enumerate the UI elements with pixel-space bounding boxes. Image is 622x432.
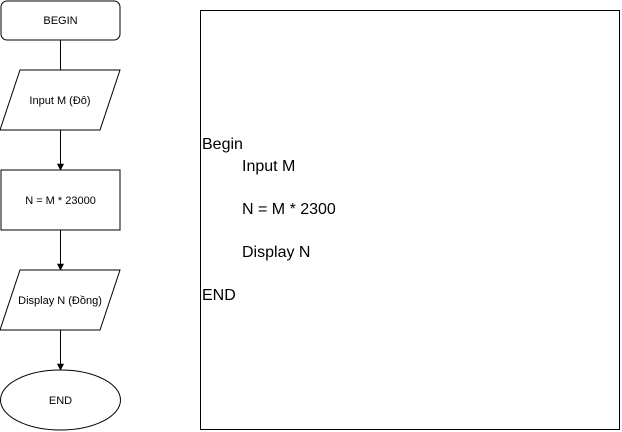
- pseudocode-display: Display N: [242, 244, 311, 261]
- input-node[interactable]: Input M (Đô): [0, 69, 121, 131]
- begin-node[interactable]: BEGIN: [0, 0, 121, 41]
- input-label: Input M (Đô): [29, 95, 90, 107]
- begin-label: BEGIN: [43, 15, 77, 27]
- end-label: END: [49, 395, 72, 407]
- pseudocode-panel: Begin Input M N = M * 2300 Display N END: [200, 10, 620, 430]
- process-node[interactable]: N = M * 23000: [0, 169, 121, 231]
- output-node[interactable]: Display N (Đồng): [0, 269, 121, 331]
- pseudocode-begin: Begin: [202, 136, 243, 153]
- pseudocode-process: N = M * 2300: [242, 201, 336, 218]
- process-label: N = M * 23000: [25, 195, 96, 207]
- output-label: Display N (Đồng): [18, 295, 102, 307]
- end-node[interactable]: END: [0, 369, 121, 431]
- pseudocode-end: END: [202, 287, 236, 304]
- pseudocode-input: Input M: [242, 158, 296, 175]
